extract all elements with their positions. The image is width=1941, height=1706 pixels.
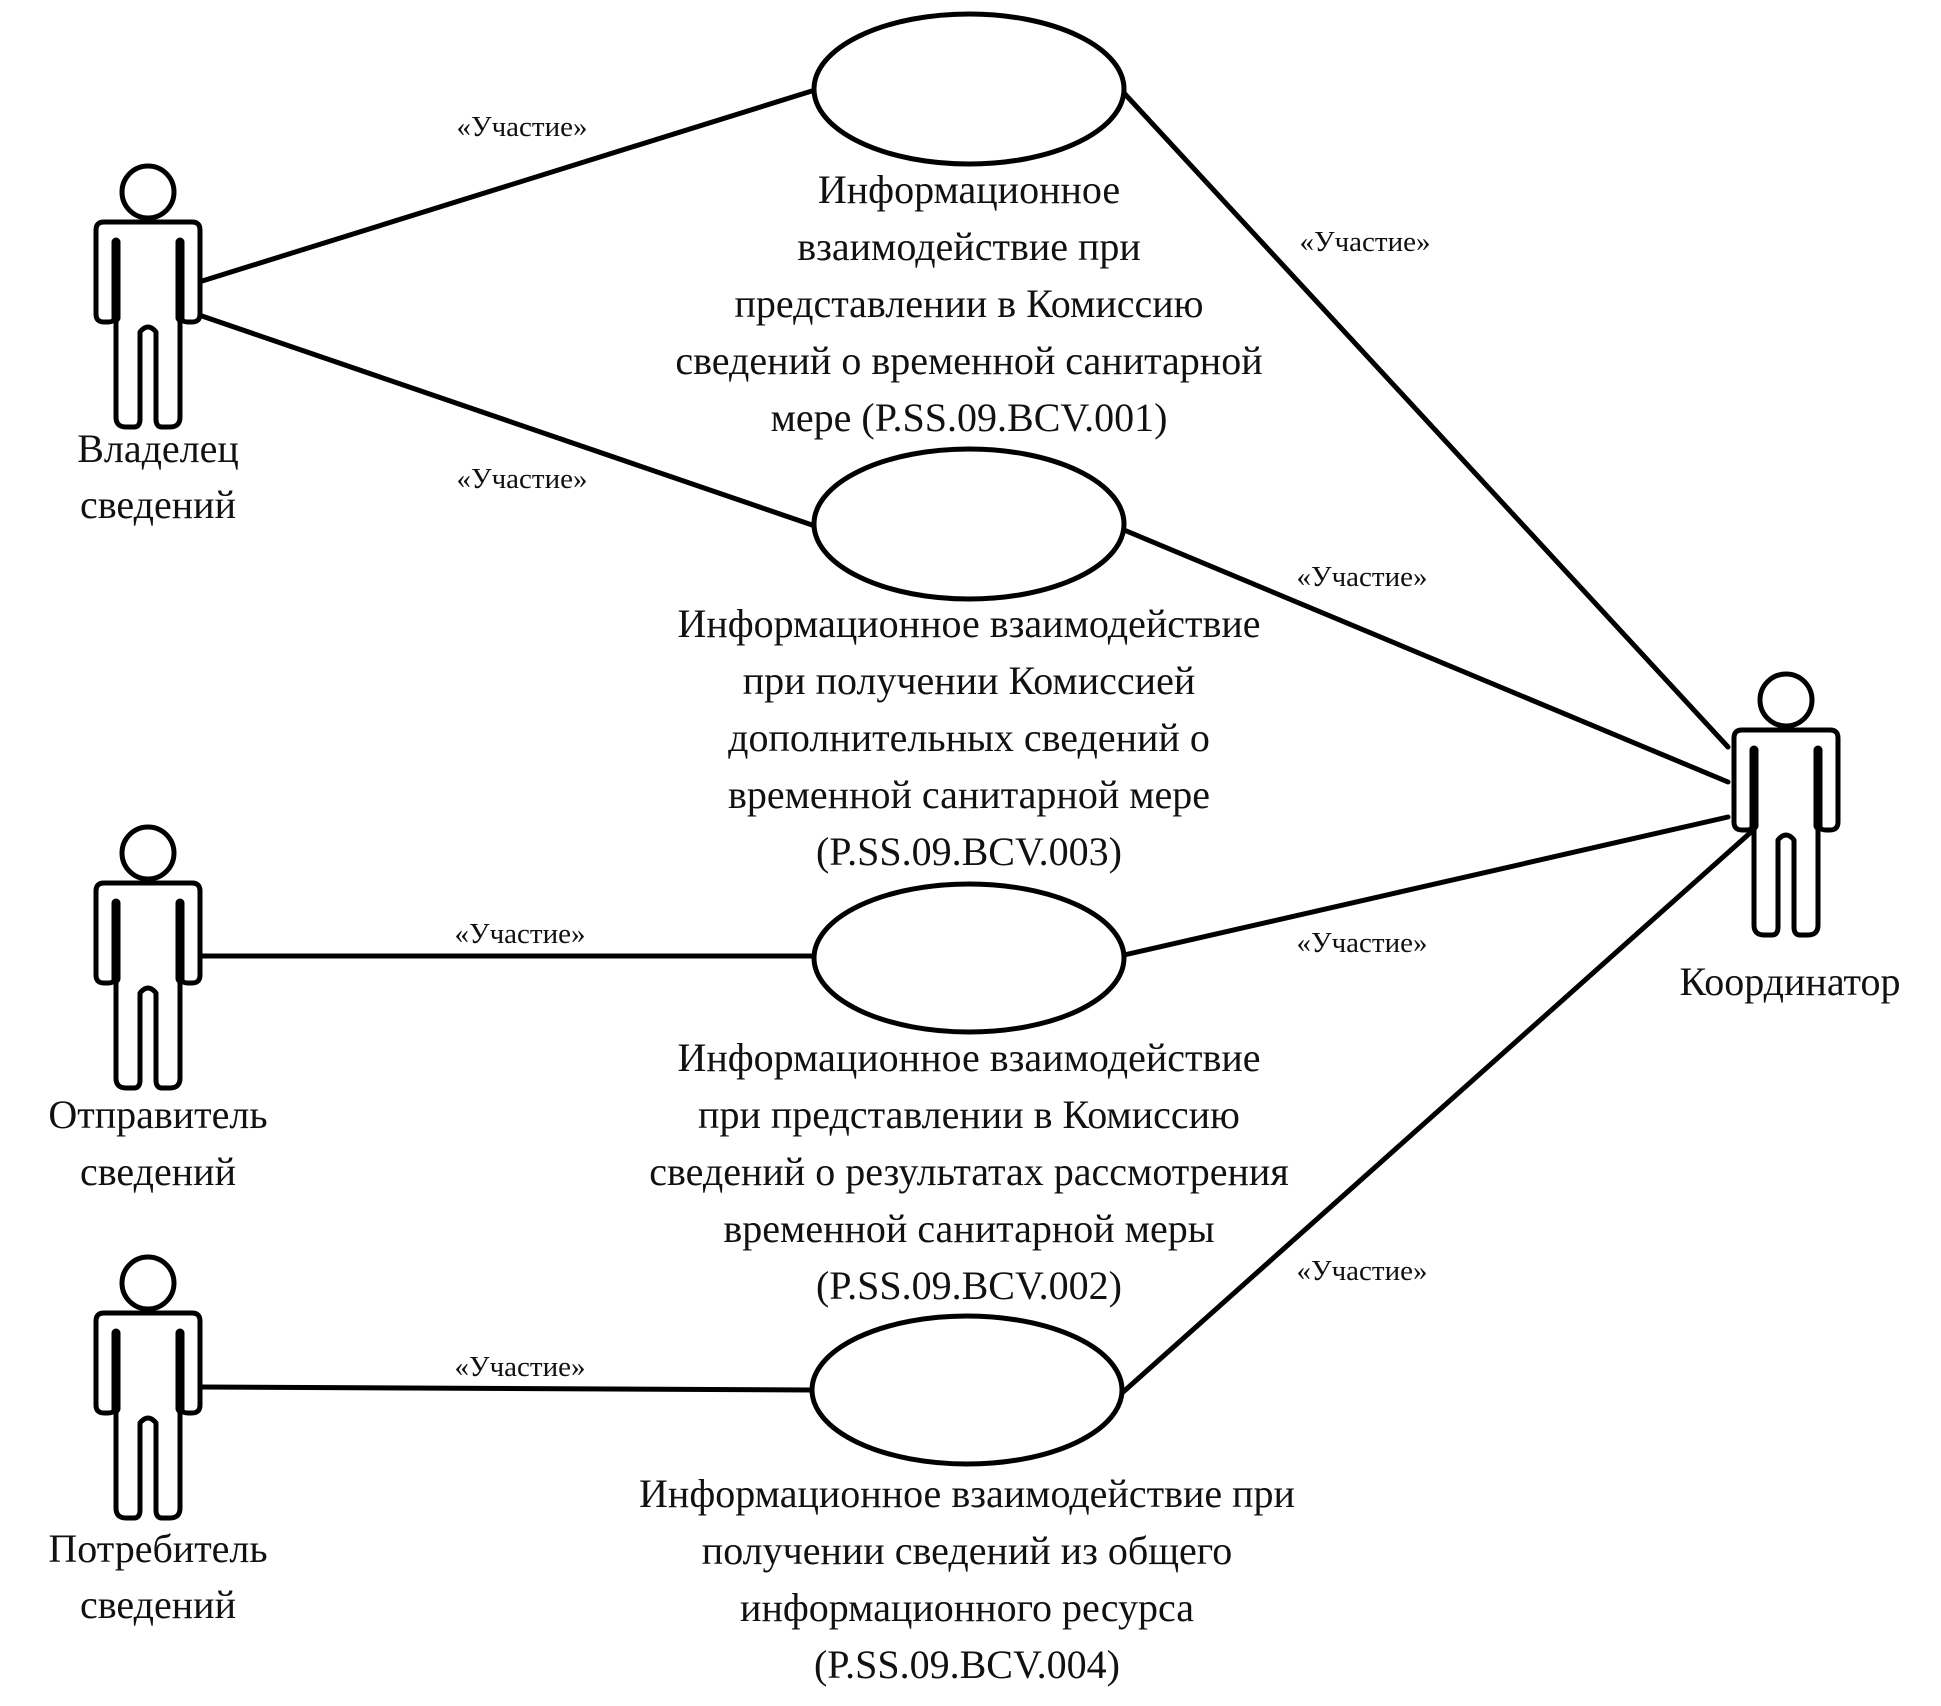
use-case-ellipse[interactable] xyxy=(811,446,1127,602)
association-line-owner-uc1 xyxy=(196,87,818,285)
use-case-label-line: дополнительных сведений о xyxy=(728,715,1210,760)
actor-icon[interactable] xyxy=(93,1254,203,1521)
actor-body xyxy=(93,219,203,430)
actor-head xyxy=(1757,671,1815,729)
association-line-coordinator-uc3 xyxy=(1121,814,1731,958)
use-case-label-line: сведений о временной санитарной xyxy=(675,338,1262,383)
use-case-label-line: временной санитарной мере xyxy=(728,772,1210,817)
use-case-P.SS.09.BCV.002[interactable]: Информационное взаимодействие при предста… xyxy=(649,881,1289,1308)
actor-icon[interactable] xyxy=(1731,671,1841,938)
association-line-consumer-uc4 xyxy=(197,1384,815,1393)
actors-layer: ВладелецсведенийОтправительсведенийПотре… xyxy=(48,163,1901,1627)
actor-body xyxy=(93,880,203,1091)
association-label-owner-uc2: «Участие» xyxy=(457,463,588,495)
actor-body xyxy=(93,1310,203,1521)
actor-label-line: Координатор xyxy=(1680,959,1901,1004)
use-case-label-line: при получении Комиссией xyxy=(743,658,1195,703)
association-line-coordinator-uc4 xyxy=(1119,830,1753,1396)
actor-head xyxy=(119,163,177,221)
use-case-label-line: (P.SS.09.BCV.002) xyxy=(816,1263,1122,1308)
actor-label-line: Владелец xyxy=(77,426,239,471)
actor-label-line: Отправитель xyxy=(48,1092,267,1137)
use-case-label-line: (P.SS.09.BCV.003) xyxy=(816,829,1122,874)
actor-head xyxy=(119,824,177,882)
actor-label-line: сведений xyxy=(80,1582,236,1627)
use-case-label-line: информационного ресурса xyxy=(740,1585,1194,1630)
use-case-P.SS.09.BCV.003[interactable]: Информационное взаимодействие при получен… xyxy=(677,446,1261,874)
association-line-coordinator-uc1 xyxy=(1121,90,1731,750)
association-label-coordinator-uc2: «Участие» xyxy=(1297,561,1428,593)
association-label-sender-uc3: «Участие» xyxy=(455,918,586,950)
actor-label-line: Потребитель xyxy=(48,1526,267,1571)
association-label-coordinator-uc3: «Участие» xyxy=(1297,927,1428,959)
use-case-ellipse[interactable] xyxy=(811,881,1127,1035)
association-label-coordinator-uc4: «Участие» xyxy=(1297,1255,1428,1287)
association-label-coordinator-uc1: «Участие» xyxy=(1300,226,1431,258)
use-case-label-line: временной санитарной меры xyxy=(723,1206,1214,1251)
use-case-P.SS.09.BCV.004[interactable]: Информационное взаимодействие при получен… xyxy=(639,1313,1295,1687)
association-label-consumer-uc4: «Участие» xyxy=(455,1351,586,1383)
use-case-label-line: при представлении в Комиссию xyxy=(698,1092,1240,1137)
use-case-label-line: Информационное xyxy=(818,167,1120,212)
use-case-ellipse[interactable] xyxy=(811,11,1127,167)
use-cases-layer: Информационное взаимодействие при представ… xyxy=(639,11,1295,1687)
use-case-label-line: сведений о результатах рассмотрения xyxy=(649,1149,1288,1194)
use-case-ellipse[interactable] xyxy=(809,1313,1125,1467)
actor-label-line: сведений xyxy=(80,482,236,527)
actor-owner[interactable]: Владелец сведений xyxy=(77,163,239,527)
actor-head xyxy=(119,1254,177,1312)
use-case-label-line: Информационное взаимодействие xyxy=(677,601,1260,646)
actor-coordinator[interactable]: Координатор xyxy=(1680,671,1901,1004)
actor-consumer[interactable]: Потребитель сведений xyxy=(48,1254,268,1627)
use-case-P.SS.09.BCV.001[interactable]: Информационное взаимодействие при представ… xyxy=(675,11,1263,440)
actor-icon[interactable] xyxy=(93,163,203,430)
use-case-label-line: получении сведений из общего xyxy=(702,1528,1232,1573)
actor-body xyxy=(1731,727,1841,938)
actor-sender[interactable]: Отправитель сведений xyxy=(48,824,268,1194)
use-case-label-line: представлении в Комиссию xyxy=(734,281,1203,326)
association-line-coordinator-uc2 xyxy=(1121,527,1731,785)
actor-label-line: сведений xyxy=(80,1149,236,1194)
association-line-owner-uc2 xyxy=(196,312,818,529)
association-labels-layer: «Участие» «Участие» «Участие» «Участие» «Уча… xyxy=(455,111,1431,1383)
actor-icon[interactable] xyxy=(93,824,203,1091)
use-case-label-line: Информационное взаимодействие xyxy=(677,1035,1260,1080)
associations-layer xyxy=(196,87,1753,1396)
use-case-label-line: (P.SS.09.BCV.004) xyxy=(814,1642,1120,1687)
use-case-label-line: Информационное взаимодействие при xyxy=(639,1471,1295,1516)
use-case-label-line: взаимодействие при xyxy=(797,224,1141,269)
use-case-label-line: мере (P.SS.09.BCV.001) xyxy=(771,395,1168,440)
association-label-owner-uc1: «Участие» xyxy=(457,111,588,143)
